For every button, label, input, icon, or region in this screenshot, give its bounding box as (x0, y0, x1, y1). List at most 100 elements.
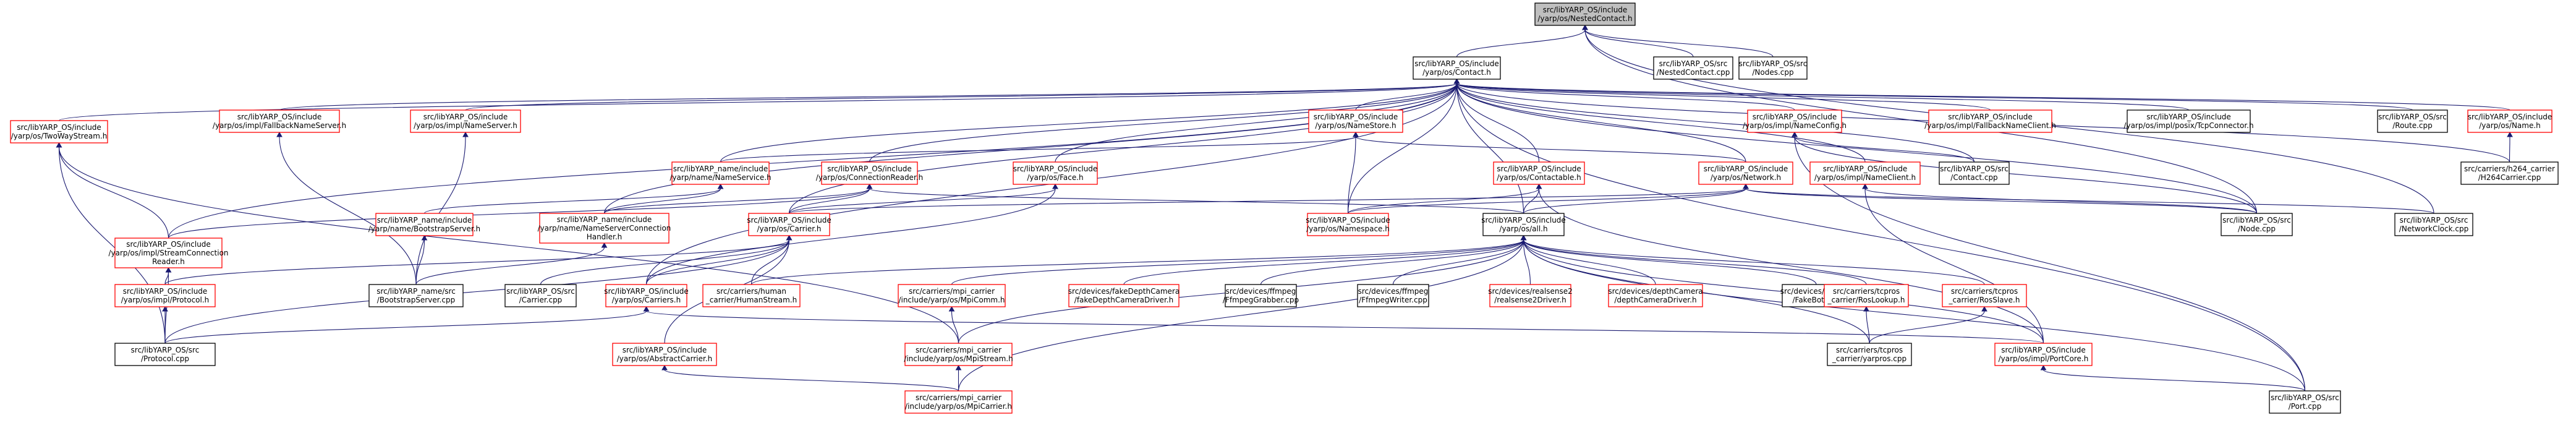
node-label-line: src/libYARP_OS/src (1940, 165, 2009, 173)
node-label-line: src/libYARP_OS/include (2146, 113, 2231, 121)
node-label-line: /Protocol.cpp (141, 354, 189, 363)
file-node-twoway[interactable]: src/libYARP_OS/include/yarp/os/TwoWayStr… (10, 120, 108, 143)
file-node-namestore[interactable]: src/libYARP_OS/include/yarp/os/NameStore… (1308, 109, 1403, 133)
file-node-protocolcpp[interactable]: src/libYARP_OS/src/Protocol.cpp (114, 343, 216, 366)
node-label-line: src/libYARP_name/include (377, 216, 472, 225)
dependency-edge (643, 306, 2044, 344)
file-node-fakedepth[interactable]: src/devices/fakeDepthCamera/fakeDepthCam… (1068, 284, 1180, 307)
node-label-line: src/libYARP_OS/src (1739, 59, 1808, 68)
dependency-edge (1520, 234, 2306, 392)
dependency-edge (788, 78, 1460, 214)
file-node-nameorspace[interactable]: src/libYARP_OS/include/yarp/os/Namespace… (1306, 213, 1390, 236)
file-node-ffgrab[interactable]: src/devices/ffmpeg/FfmpegGrabber.cpp (1223, 284, 1299, 307)
node-label-line: src/libYARP_OS/include (1948, 113, 2033, 121)
node-label-line: src/libYARP_OS/include (2468, 113, 2553, 121)
file-node-root[interactable]: src/libYARP_OS/include/yarp/os/NestedCon… (1534, 2, 1636, 26)
file-node-nameservice[interactable]: src/libYARP_name/include/yarp/name/NameS… (670, 161, 772, 185)
file-node-nestedcpp[interactable]: src/libYARP_OS/src/NestedContact.cpp (1653, 56, 1733, 80)
file-node-protocolh[interactable]: src/libYARP_OS/include/yarp/os/impl/Prot… (114, 284, 216, 307)
node-label-line: /yarp/os/impl/posix/TcpConnector.h (2123, 121, 2253, 130)
dependency-edge (1453, 78, 2258, 214)
node-label-line: src/libYARP_OS/include (1314, 113, 1398, 121)
dependency-edge (1520, 234, 1656, 285)
file-node-contact[interactable]: src/libYARP_OS/include/yarp/os/Contact.h (1413, 56, 1501, 80)
node-label-line: /include/yarp/os/MpiCarrier.h (905, 402, 1012, 411)
dependency-edge (1792, 131, 1975, 163)
node-label-line: src/libYARP_name/include (557, 215, 652, 224)
dependency-edge (164, 306, 650, 344)
node-label-line: src/libYARP_OS/src (131, 346, 200, 354)
dependency-edge (750, 234, 1527, 285)
file-node-netclock[interactable]: src/libYARP_OS/src/NetworkClock.cpp (2394, 213, 2473, 236)
file-node-yarproscpp[interactable]: src/carriers/tcpros_carrier/yarpros.cpp (1827, 343, 1912, 366)
node-label-line: src/libYARP_name/src (376, 287, 456, 296)
file-node-network[interactable]: src/libYARP_OS/include/yarp/os/Network.h (1698, 161, 1793, 185)
file-node-rosslave[interactable]: src/carriers/tcpros_carrier/RosSlave.h (1942, 284, 2027, 307)
file-node-faceh[interactable]: src/libYARP_OS/include/yarp/os/Face.h (1013, 161, 1098, 185)
file-node-mpicarrier[interactable]: src/carriers/mpi_carrier/include/yarp/os… (904, 390, 1013, 414)
file-node-nameh[interactable]: src/libYARP_OS/include/yarp/os/Name.h (2467, 109, 2553, 133)
file-node-nodescpp[interactable]: src/libYARP_OS/src/Nodes.cpp (1738, 56, 1808, 80)
file-node-abstractcarrier[interactable]: src/libYARP_OS/include/yarp/os/AbstractC… (612, 343, 717, 366)
dependency-edge (415, 242, 608, 285)
file-node-humanstream[interactable]: src/carriers/human_carrier/HumanStream.h (702, 284, 801, 307)
file-node-contactcpp[interactable]: src/libYARP_OS/src/Contact.cpp (1939, 161, 2010, 185)
file-node-mpicomm[interactable]: src/carriers/mpi_carrier/include/yarp/os… (898, 284, 1006, 307)
node-label-line: src/libYARP_OS/include (827, 165, 912, 173)
file-node-allh[interactable]: src/libYARP_OS/include/yarp/os/all.h (1481, 213, 1566, 236)
dependency-edge (720, 131, 1359, 163)
node-label-line: src/devices/depthCamera (1608, 287, 1702, 296)
node-label-line: /yarp/os/Network.h (1711, 173, 1781, 182)
file-node-nameserver[interactable]: src/libYARP_OS/include/yarp/os/impl/Name… (410, 109, 521, 133)
node-label-line: _carrier/RosSlave.h (1949, 296, 2020, 304)
dependency-edge (1582, 24, 1694, 58)
dependency-edge (1536, 183, 2044, 344)
node-label-line: src/libYARP_OS/include (623, 346, 707, 354)
node-label-line: /fakeDepthCameraDriver.h (1074, 296, 1173, 304)
file-node-bootstrap[interactable]: src/libYARP_name/include/yarp/name/Boots… (368, 213, 480, 236)
file-node-nameconfig[interactable]: src/libYARP_OS/include/yarp/os/impl/Name… (1743, 109, 1847, 133)
file-node-streamconn[interactable]: src/libYARP_OS/include/yarp/os/impl/Stre… (108, 238, 229, 268)
node-label-line: src/libYARP_OS/src (2400, 216, 2468, 225)
file-node-tcpconn[interactable]: src/libYARP_OS/include/yarp/os/impl/posi… (2123, 109, 2254, 133)
file-node-routecpp[interactable]: src/libYARP_OS/src/Route.cpp (2377, 109, 2448, 133)
file-node-bootstrapcpp[interactable]: src/libYARP_name/src/BootstrapServer.cpp (368, 284, 464, 307)
file-node-h264[interactable]: src/carriers/h264_carrier/H264Carrier.cp… (2460, 161, 2559, 185)
file-node-carriersh[interactable]: src/libYARP_OS/include/yarp/os/Carriers.… (604, 284, 689, 307)
dependency-edge (1523, 183, 1749, 214)
node-label-line: src/libYARP_OS/include (2001, 346, 2086, 354)
file-node-realsense[interactable]: src/devices/realsense2/realsense2Driver.… (1488, 284, 1573, 307)
dependency-edge (603, 183, 724, 214)
node-label-line: src/libYARP_OS/include (1753, 113, 1837, 121)
node-label-line: /yarp/os/impl/NameServer.h (414, 121, 517, 130)
node-label-line: src/libYARP_OS/include (123, 287, 208, 296)
file-node-nsconnhandler[interactable]: src/libYARP_name/include/yarp/name/NameS… (538, 213, 671, 244)
file-node-carrier[interactable]: src/libYARP_OS/include/yarp/os/Carrier.h (747, 213, 831, 236)
node-label-line: src/libYARP_OS/src (2271, 393, 2339, 402)
node-label-line: /yarp/os/Contact.h (1422, 68, 1491, 77)
node-label-line: src/libYARP_OS/include (1306, 216, 1390, 225)
dependency-edge (1456, 24, 1588, 58)
file-node-depthcam[interactable]: src/devices/depthCamera/depthCameraDrive… (1608, 284, 1703, 307)
file-node-carriercpp[interactable]: src/libYARP_OS/src/Carrier.cpp (504, 284, 577, 307)
node-label-line: Handler.h (587, 233, 623, 241)
file-node-portcpp[interactable]: src/libYARP_OS/src/Port.cpp (2269, 390, 2341, 414)
file-node-contactable[interactable]: src/libYARP_OS/include/yarp/os/Contactab… (1493, 161, 1585, 185)
node-label-line: src/libYARP_OS/include (423, 113, 508, 121)
dependency-edge (951, 234, 1527, 285)
dependency-edge (645, 183, 1058, 285)
dependency-edge (56, 142, 169, 239)
file-node-nameclient[interactable]: src/libYARP_OS/include/yarp/os/impl/Name… (1809, 161, 1921, 185)
node-label-line: /yarp/os/ConnectionReader.h (816, 173, 923, 182)
node-label-line: src/libYARP_OS/include (1013, 165, 1098, 173)
file-node-ffwrite[interactable]: src/devices/ffmpeg/FfmpegWriter.cpp (1357, 284, 1429, 307)
dependency-edge (1453, 78, 1975, 163)
file-node-roslookup[interactable]: src/carriers/tcpros_carrier/RosLookup.h (1824, 284, 1909, 307)
file-node-nodecpp[interactable]: src/libYARP_OS/src/Node.cpp (2221, 213, 2293, 236)
file-node-connreader[interactable]: src/libYARP_OS/include/yarp/os/Connectio… (816, 161, 923, 185)
file-node-mpistream[interactable]: src/carriers/mpi_carrier/include/yarp/os… (904, 343, 1013, 366)
file-node-fallbacknc[interactable]: src/libYARP_OS/include/yarp/os/impl/Fall… (1924, 109, 2056, 133)
file-node-fallbackns[interactable]: src/libYARP_OS/include/yarp/os/impl/Fall… (213, 109, 346, 133)
file-node-portcore[interactable]: src/libYARP_OS/include/yarp/os/impl/Port… (1994, 343, 2093, 366)
